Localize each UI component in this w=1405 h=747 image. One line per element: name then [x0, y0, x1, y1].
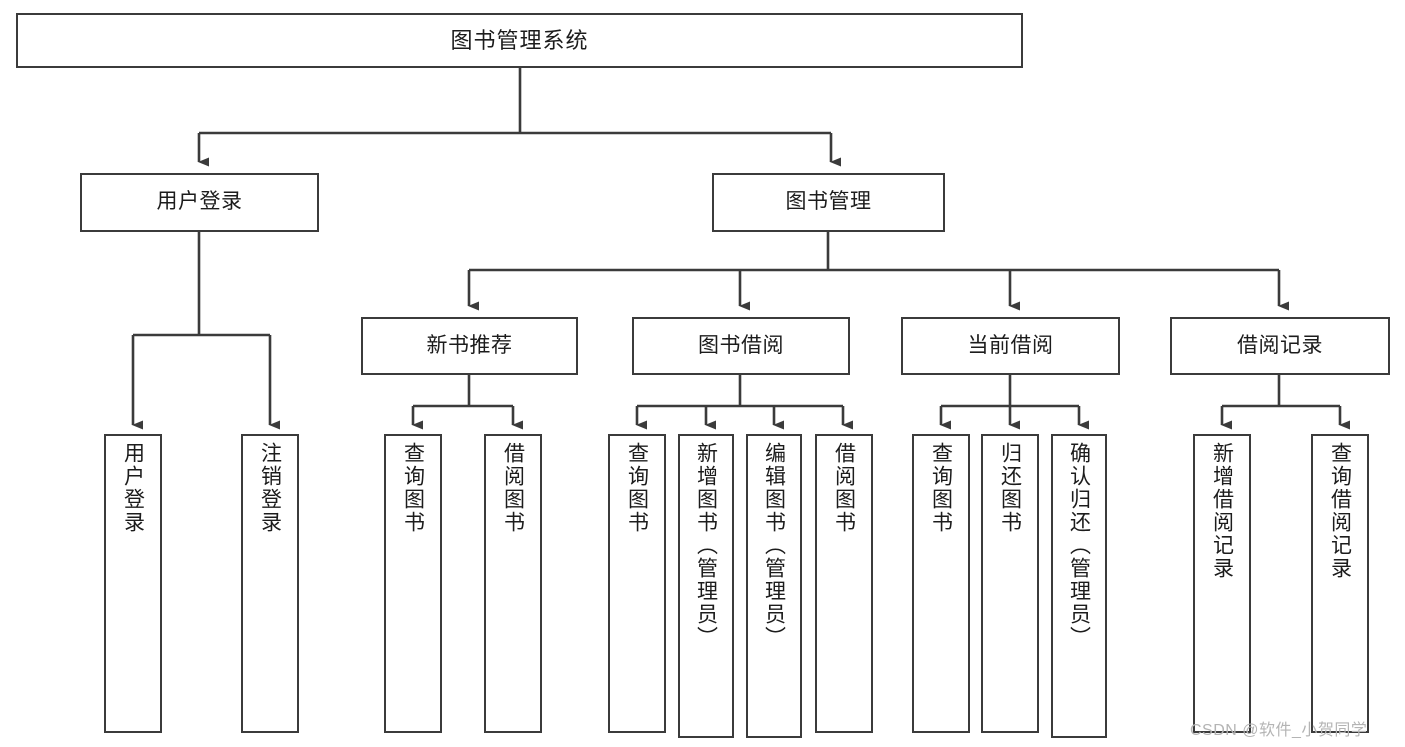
- leaf-query-book-current[interactable]: 查询图书: [912, 434, 970, 733]
- node-label: 确认归还（管理员）: [1067, 442, 1091, 649]
- node-new-book-recommend[interactable]: 新书推荐: [361, 317, 578, 375]
- node-label: 新书推荐: [426, 333, 513, 357]
- node-label: 归还图书: [998, 442, 1022, 534]
- leaf-add-book-admin[interactable]: 新增图书（管理员）: [678, 434, 734, 738]
- node-label: 图书管理: [785, 190, 872, 214]
- node-label: 用户登录: [156, 190, 243, 214]
- node-label: 借阅图书: [832, 442, 856, 534]
- node-label: 新增借阅记录: [1210, 442, 1234, 580]
- node-label: 编辑图书（管理员）: [762, 442, 786, 649]
- leaf-query-borrow-record[interactable]: 查询借阅记录: [1311, 434, 1369, 733]
- node-label: 查询借阅记录: [1328, 442, 1352, 580]
- leaf-query-book-recommend[interactable]: 查询图书: [384, 434, 442, 733]
- node-label: 新增图书（管理员）: [694, 442, 718, 649]
- node-label: 图书借阅: [698, 333, 784, 357]
- node-label: 用户登录: [121, 442, 145, 534]
- leaf-confirm-return-admin[interactable]: 确认归还（管理员）: [1051, 434, 1107, 738]
- node-borrow-record[interactable]: 借阅记录: [1170, 317, 1390, 375]
- node-label: 查询图书: [625, 442, 649, 534]
- leaf-add-borrow-record[interactable]: 新增借阅记录: [1193, 434, 1251, 733]
- node-label: 图书管理系统: [450, 27, 589, 53]
- leaf-edit-book-admin[interactable]: 编辑图书（管理员）: [746, 434, 802, 738]
- leaf-user-logout[interactable]: 注销登录: [241, 434, 299, 733]
- node-label: 借阅图书: [501, 442, 525, 534]
- leaf-user-login[interactable]: 用户登录: [104, 434, 162, 733]
- node-label: 注销登录: [258, 442, 282, 534]
- node-user-login[interactable]: 用户登录: [80, 173, 319, 232]
- leaf-borrow-book[interactable]: 借阅图书: [815, 434, 873, 733]
- leaf-query-book-borrow[interactable]: 查询图书: [608, 434, 666, 733]
- node-book-borrow[interactable]: 图书借阅: [632, 317, 850, 375]
- leaf-return-book[interactable]: 归还图书: [981, 434, 1039, 733]
- node-root-library-system[interactable]: 图书管理系统: [16, 13, 1023, 68]
- node-current-borrow[interactable]: 当前借阅: [901, 317, 1120, 375]
- csdn-watermark: CSDN @软件_小贺同学: [1190, 722, 1368, 739]
- leaf-borrow-book-recommend[interactable]: 借阅图书: [484, 434, 542, 733]
- node-label: 当前借阅: [967, 333, 1054, 357]
- node-label: 查询图书: [401, 442, 425, 534]
- node-label: 查询图书: [929, 442, 953, 534]
- node-label: 借阅记录: [1237, 333, 1323, 357]
- node-book-management[interactable]: 图书管理: [712, 173, 945, 232]
